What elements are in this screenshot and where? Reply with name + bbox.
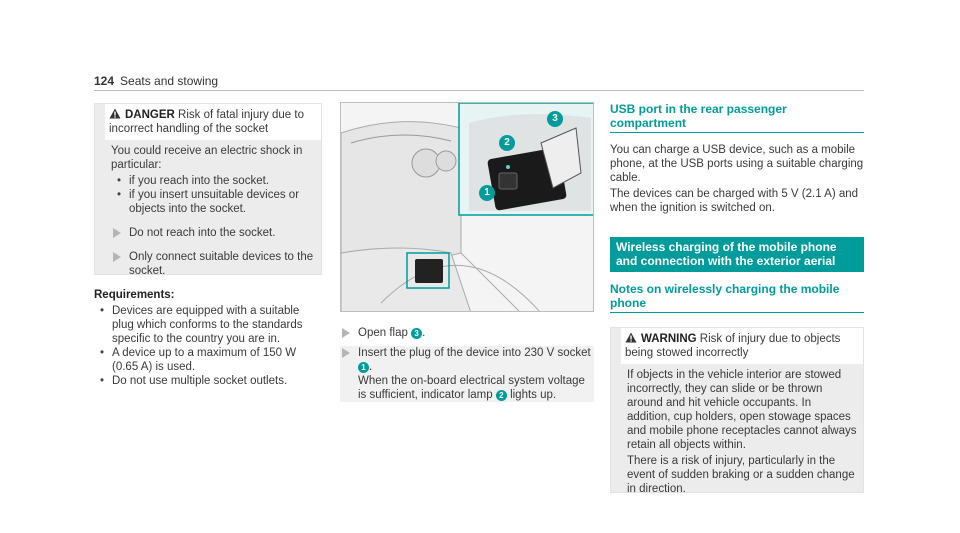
step-text: Insert the plug of the device into 230 V… <box>358 347 591 359</box>
danger-step: Only connect suitable devices to the soc… <box>111 250 315 278</box>
step-arrow-icon <box>113 252 121 262</box>
callout-ref-2: 2 <box>495 390 507 401</box>
requirements: Requirements: Devices are equipped with … <box>94 288 322 388</box>
step-text-end: . <box>422 327 426 339</box>
heading-rule <box>610 132 864 133</box>
callout-1: 1 <box>479 185 495 201</box>
list-item: if you insert unsuitable devices or obje… <box>117 188 315 216</box>
requirements-label: Requirements: <box>94 289 175 301</box>
danger-step: Do not reach into the socket. <box>111 226 315 240</box>
warning-box-sidebar <box>611 328 621 492</box>
list-item: A device up to a maximum of 150 W (0.65 … <box>100 346 322 374</box>
warning-triangle-icon <box>109 108 121 119</box>
warning-heading: WARNING Risk of injury due to objects be… <box>625 332 859 366</box>
callout-3: 3 <box>547 111 563 127</box>
callout-ref-3: 3 <box>411 328 423 339</box>
section-title: Seats and stowing <box>120 74 219 88</box>
usb-paragraph: The devices can be charged with 5 V (2.1… <box>610 188 859 214</box>
page-header: 124 Seats and stowing <box>94 74 218 88</box>
danger-body: You could receive an electric shock in p… <box>105 140 321 277</box>
step-text: Open flap <box>358 327 408 339</box>
warning-paragraph: There is a risk of injury, particularly … <box>627 455 855 495</box>
step-text: Only connect suitable devices to the soc… <box>129 251 314 277</box>
danger-label: DANGER <box>125 109 175 121</box>
usb-paragraph: You can charge a USB device, such as a m… <box>610 144 864 184</box>
danger-bullets: if you reach into the socket. if you ins… <box>111 174 315 216</box>
callout-2: 2 <box>499 135 515 151</box>
warning-title: Risk of injury due to objects being stow… <box>625 333 841 359</box>
vehicle-interior-drawing <box>341 103 593 311</box>
step-arrow-icon <box>342 348 350 358</box>
list-item: Do not use multiple socket outlets. <box>100 374 322 388</box>
page-number: 124 <box>94 74 115 88</box>
wireless-subheading: Notes on wirelessly charging the mobile … <box>610 282 840 310</box>
header-divider <box>94 90 864 91</box>
step-insert-plug: Insert the plug of the device into 230 V… <box>340 346 594 402</box>
usb-heading: USB port in the rear passenger compartme… <box>610 102 787 130</box>
list-item: Devices are equipped with a suitable plu… <box>100 304 322 346</box>
callout-ref-1: 1 <box>358 362 369 373</box>
step-text-end: . <box>369 361 373 373</box>
warning-triangle-icon <box>625 332 637 343</box>
warning-body: If objects in the vehicle interior are s… <box>621 364 863 495</box>
wireless-section-heading: Wireless charging of the mobile phone an… <box>610 237 864 272</box>
requirements-list: Devices are equipped with a suitable plu… <box>94 304 322 388</box>
warning-paragraph: If objects in the vehicle interior are s… <box>627 369 857 451</box>
step-arrow-icon <box>113 228 121 238</box>
right-column: USB port in the rear passenger compartme… <box>610 102 864 495</box>
danger-title: Risk of fatal injury due to incorrect ha… <box>109 109 304 135</box>
danger-box: DANGER Risk of fatal injury due to incor… <box>94 103 322 277</box>
step-result-end: lights up. <box>510 389 557 401</box>
step-text: Do not reach into the socket. <box>129 227 276 239</box>
danger-intro: You could receive an electric shock in p… <box>111 145 303 171</box>
step-open-flap: Open flap 3. <box>340 326 594 340</box>
list-item: if you reach into the socket. <box>117 174 315 188</box>
step-arrow-icon <box>342 328 350 338</box>
danger-box-sidebar <box>95 104 105 274</box>
heading-rule <box>610 312 864 313</box>
step-result-text: When the on-board electrical system volt… <box>358 375 585 401</box>
warning-label: WARNING <box>641 333 697 345</box>
danger-heading: DANGER Risk of fatal injury due to incor… <box>109 108 317 144</box>
socket-illustration: 1 2 3 <box>340 102 594 312</box>
warning-box: WARNING Risk of injury due to objects be… <box>610 327 864 495</box>
operating-steps: Open flap 3. Insert the plug of the devi… <box>340 320 594 402</box>
